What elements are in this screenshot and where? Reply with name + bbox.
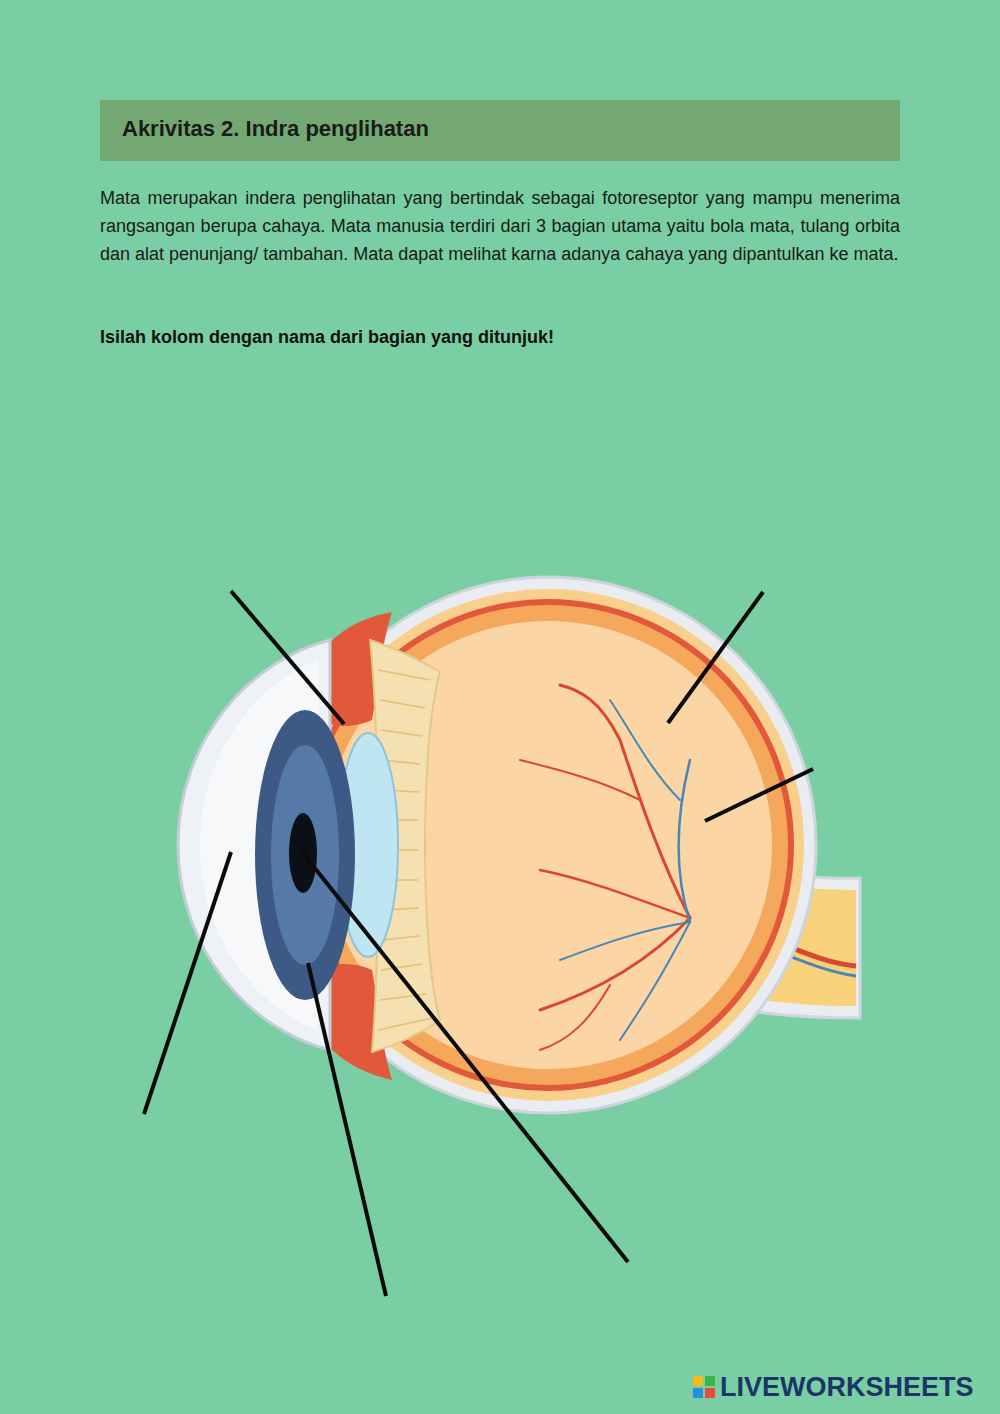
intro-paragraph: Mata merupakan indera penglihatan yang b… xyxy=(100,184,900,268)
watermark: LIVEWORKSHEETS xyxy=(720,1372,974,1403)
worksheet-title: Akrivitas 2. Indra penglihatan xyxy=(122,116,429,142)
instruction: Isilah kolom dengan nama dari bagian yan… xyxy=(100,323,900,351)
